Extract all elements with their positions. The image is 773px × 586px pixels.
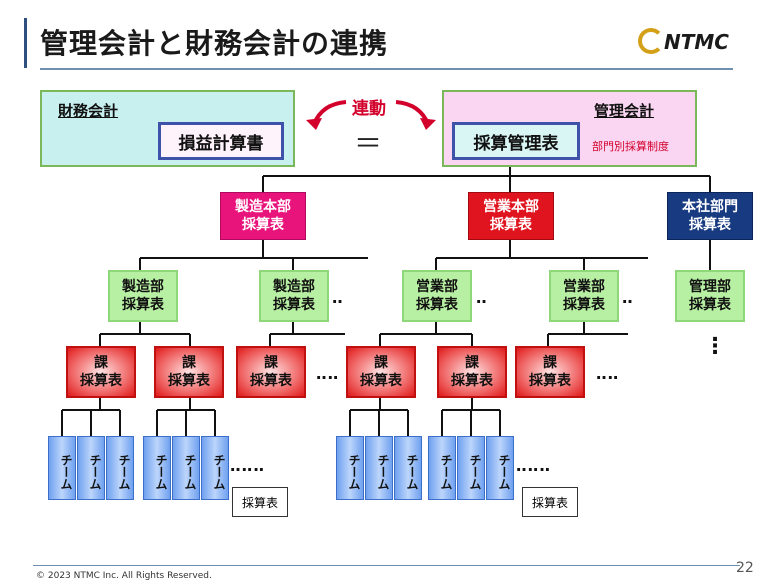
node-line2: 採算表 bbox=[242, 217, 284, 233]
ellipsis: ‥ bbox=[622, 288, 634, 307]
team-box: チーム bbox=[172, 436, 200, 500]
node-line2: 採算表 bbox=[250, 373, 292, 389]
section-table: 課 採算表 bbox=[66, 346, 136, 398]
profit-management-table-box: 採算管理表 bbox=[452, 122, 580, 160]
income-statement-box: 損益計算書 bbox=[158, 122, 284, 160]
departmental-system-note: 部門別採算制度 bbox=[592, 140, 669, 153]
team-box: チーム bbox=[486, 436, 514, 500]
link-arrows-icon bbox=[306, 100, 436, 130]
node-line1: 課 bbox=[94, 355, 108, 371]
logo-ring-icon bbox=[638, 28, 664, 54]
sales-division-table: 営業本部 採算表 bbox=[468, 192, 554, 240]
financial-accounting-label: 財務会計 bbox=[58, 102, 119, 120]
profit-table-document-icon: 採算表 bbox=[522, 487, 578, 517]
equal-sign: ＝ bbox=[354, 127, 383, 160]
team-box: チーム bbox=[428, 436, 456, 500]
department-table: 製造部 採算表 bbox=[259, 270, 329, 322]
financial-accounting-box: 財務会計 損益計算書 bbox=[40, 90, 295, 167]
link-label: 連動 bbox=[352, 99, 386, 119]
node-line2: 採算表 bbox=[689, 297, 731, 313]
team-box: チーム bbox=[143, 436, 171, 500]
ellipsis: ‥ bbox=[332, 288, 344, 307]
node-line1: 営業部 bbox=[416, 279, 458, 295]
node-line2: 採算表 bbox=[122, 297, 164, 313]
node-line2: 採算表 bbox=[416, 297, 458, 313]
node-line2: 採算表 bbox=[563, 297, 605, 313]
node-line1: 営業本部 bbox=[483, 199, 539, 215]
section-table: 課 採算表 bbox=[437, 346, 507, 398]
copyright-footer: © 2023 NTMC Inc. All Rights Reserved. bbox=[36, 571, 212, 581]
team-box: チーム bbox=[365, 436, 393, 500]
section-table: 課 採算表 bbox=[515, 346, 585, 398]
team-box: チーム bbox=[394, 436, 422, 500]
ellipsis: ‥‥‥ bbox=[516, 456, 552, 475]
page-title: 管理会計と財務会計の連携 bbox=[40, 27, 389, 60]
node-line2: 採算表 bbox=[360, 373, 402, 389]
ellipsis: ‥ bbox=[476, 288, 488, 307]
node-line1: 製造部 bbox=[122, 279, 164, 295]
section-table: 課 採算表 bbox=[236, 346, 306, 398]
department-table: 営業部 採算表 bbox=[549, 270, 619, 322]
ellipsis: ‥‥ bbox=[596, 364, 620, 383]
team-box: チーム bbox=[336, 436, 364, 500]
team-box: チーム bbox=[106, 436, 134, 500]
node-line1: 管理部 bbox=[689, 279, 731, 295]
node-line2: 採算表 bbox=[529, 373, 571, 389]
headquarters-division-table: 本社部門 採算表 bbox=[667, 192, 753, 240]
vertical-ellipsis: ⋮ bbox=[704, 334, 727, 359]
title-underline bbox=[40, 68, 733, 70]
node-line1: 課 bbox=[465, 355, 479, 371]
management-accounting-label: 管理会計 bbox=[594, 102, 655, 120]
node-line1: 製造部 bbox=[273, 279, 315, 295]
ellipsis: ‥‥‥ bbox=[230, 456, 266, 475]
section-table: 課 採算表 bbox=[346, 346, 416, 398]
manufacturing-division-table: 製造本部 採算表 bbox=[220, 192, 306, 240]
node-line1: 課 bbox=[182, 355, 196, 371]
node-line1: 課 bbox=[374, 355, 388, 371]
team-box: チーム bbox=[48, 436, 76, 500]
node-line2: 採算表 bbox=[273, 297, 315, 313]
admin-department-table: 管理部 採算表 bbox=[675, 270, 745, 322]
node-line2: 採算表 bbox=[689, 217, 731, 233]
node-line1: 本社部門 bbox=[682, 199, 738, 215]
title-accent-bar bbox=[24, 18, 27, 68]
node-line2: 採算表 bbox=[80, 373, 122, 389]
company-logo: NTMC bbox=[664, 30, 729, 54]
team-box: チーム bbox=[77, 436, 105, 500]
node-line1: 営業部 bbox=[563, 279, 605, 295]
team-box: チーム bbox=[201, 436, 229, 500]
management-accounting-box: 管理会計 採算管理表 部門別採算制度 bbox=[442, 90, 697, 167]
section-table: 課 採算表 bbox=[154, 346, 224, 398]
department-table: 製造部 採算表 bbox=[108, 270, 178, 322]
profit-table-document-icon: 採算表 bbox=[232, 487, 288, 517]
node-line1: 課 bbox=[264, 355, 278, 371]
node-line2: 採算表 bbox=[451, 373, 493, 389]
department-table: 営業部 採算表 bbox=[402, 270, 472, 322]
team-box: チーム bbox=[457, 436, 485, 500]
node-line1: 製造本部 bbox=[235, 199, 291, 215]
footer-divider bbox=[33, 565, 740, 566]
node-line1: 課 bbox=[543, 355, 557, 371]
node-line2: 採算表 bbox=[168, 373, 210, 389]
ellipsis: ‥‥ bbox=[316, 364, 340, 383]
page-number: 22 bbox=[736, 560, 754, 576]
node-line2: 採算表 bbox=[490, 217, 532, 233]
